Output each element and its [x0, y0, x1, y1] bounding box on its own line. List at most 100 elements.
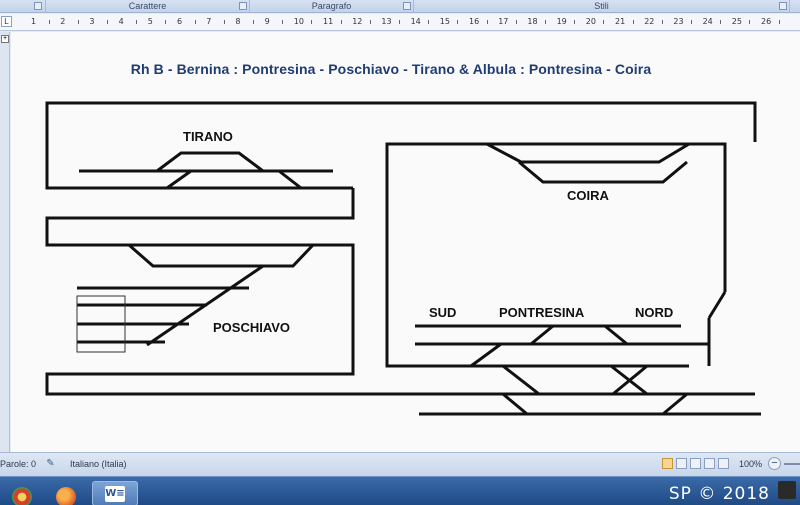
ribbon-group-label: Paragrafo — [311, 1, 352, 11]
ruler-tick — [661, 20, 663, 24]
ruler-tick — [457, 20, 459, 24]
ruler-tick — [223, 20, 225, 24]
ruler-tick — [749, 20, 751, 24]
ruler-number: 12 — [352, 17, 363, 26]
ruler-tick — [399, 20, 400, 24]
ruler-number: 16 — [469, 17, 480, 26]
ruler-number: 3 — [89, 17, 95, 26]
ruler-tick — [282, 20, 284, 24]
status-bar: Parole: 0 ✎ Italiano (Italia) 100% − — [0, 452, 800, 476]
ruler-tick — [691, 20, 692, 24]
pontresina-switch-3 — [470, 342, 502, 368]
ruler-tick — [545, 20, 546, 24]
ruler-number: 4 — [118, 17, 124, 26]
lower-crossover-1 — [502, 364, 540, 396]
tirano-switch-left — [166, 169, 192, 190]
ruler-number: 17 — [498, 17, 509, 26]
ribbon-group-clipboard — [0, 0, 46, 13]
ruler-number: 26 — [761, 17, 772, 26]
ruler-number: 22 — [644, 17, 655, 26]
copyright-watermark: SP © 2018 — [668, 484, 770, 504]
ruler-number: 14 — [410, 17, 421, 26]
ruler-tick — [253, 20, 254, 24]
ruler-marker-icon: + — [1, 35, 9, 43]
direction-label-sud: SUD — [429, 305, 457, 320]
station-label-pontresina: PONTRESINA — [499, 305, 585, 320]
ruler-tick — [136, 20, 138, 24]
dialog-launcher-icon[interactable] — [34, 2, 42, 10]
draft-view-button[interactable] — [718, 458, 729, 469]
ruler-number: 21 — [615, 17, 626, 26]
ruler-tick — [632, 20, 634, 24]
ruler-number: 20 — [585, 17, 596, 26]
bottom-switch-2 — [662, 392, 688, 416]
ruler-number: 6 — [177, 17, 183, 26]
word-icon: W≡ — [105, 486, 125, 502]
ruler-tick — [107, 20, 108, 24]
outline-view-button[interactable] — [704, 458, 715, 469]
direction-label-nord: NORD — [635, 305, 674, 320]
coira-connector — [707, 291, 727, 319]
tirano-switch-right — [278, 169, 302, 190]
vertical-ruler[interactable]: + — [0, 32, 10, 452]
ruler-number: 25 — [731, 17, 742, 26]
bottom-switch-1 — [502, 392, 528, 416]
coira-loop-outline — [385, 142, 727, 368]
ruler-number: 10 — [293, 17, 304, 26]
ruler-tick — [48, 20, 50, 24]
show-desktop-button[interactable] — [778, 481, 796, 499]
zoom-level[interactable]: 100% — [739, 459, 763, 469]
ruler-number: 5 — [147, 17, 153, 26]
ribbon-group-font: Carattere — [46, 0, 250, 13]
upper-return-line — [45, 188, 755, 396]
ruler-tick — [515, 20, 517, 24]
ruler-tick — [486, 20, 488, 24]
font-dialog-launcher-icon[interactable] — [239, 2, 247, 10]
language-indicator[interactable]: Italiano (Italia) — [70, 459, 127, 469]
ruler-tick — [311, 20, 313, 24]
ruler-tick — [165, 20, 167, 24]
paragraph-dialog-launcher-icon[interactable] — [403, 2, 411, 10]
ruler-tick — [340, 20, 342, 24]
ruler-tab-icon[interactable]: L — [1, 16, 12, 27]
ribbon-group-paragraph: Paragrafo — [250, 0, 414, 13]
poschiavo-upper-siding — [128, 243, 315, 268]
ribbon-group-label: Stili — [594, 1, 609, 11]
ruler-tick — [720, 20, 722, 24]
ruler-number: 19 — [556, 17, 567, 26]
document-title: Rh B - Bernina : Pontresina - Poschiavo … — [130, 61, 652, 77]
zoom-out-icon[interactable]: − — [768, 457, 781, 470]
zoom-slider[interactable] — [784, 463, 800, 465]
poschiavo-platform-box — [76, 295, 126, 353]
chrome-icon[interactable] — [12, 487, 32, 505]
styles-dialog-launcher-icon[interactable] — [779, 2, 787, 10]
lower-crossover-3 — [612, 364, 648, 396]
railway-track-diagram — [45, 101, 761, 416]
tirano-loop-outline — [45, 101, 757, 190]
ruler-tick — [77, 20, 79, 24]
pontresina-switch-2 — [604, 324, 628, 346]
web-layout-view-button[interactable] — [690, 458, 701, 469]
ruler-number: 24 — [702, 17, 713, 26]
poschiavo-diagonal — [146, 264, 264, 347]
ruler-tick — [369, 20, 371, 24]
ribbon-group-label: Carattere — [128, 1, 167, 11]
full-screen-view-button[interactable] — [676, 458, 687, 469]
ruler-tick — [574, 20, 576, 24]
ruler-number: 2 — [60, 17, 66, 26]
spellcheck-icon[interactable]: ✎ — [46, 458, 55, 469]
word-taskbar-button[interactable]: W≡ — [92, 481, 138, 505]
ruler-tick — [603, 20, 605, 24]
ruler-tick — [778, 20, 780, 24]
station-label-tirano: TIRANO — [183, 129, 233, 144]
word-count[interactable]: Parole: 0 — [0, 459, 37, 469]
ribbon-group-styles: Stili — [414, 0, 790, 13]
firefox-icon[interactable] — [56, 487, 76, 505]
print-layout-view-button[interactable] — [662, 458, 673, 469]
ruler-number: 11 — [323, 17, 334, 26]
document-page[interactable]: Rh B - Bernina : Pontresina - Poschiavo … — [11, 32, 800, 452]
ruler-number: 13 — [381, 17, 392, 26]
coira-siding — [486, 142, 690, 164]
